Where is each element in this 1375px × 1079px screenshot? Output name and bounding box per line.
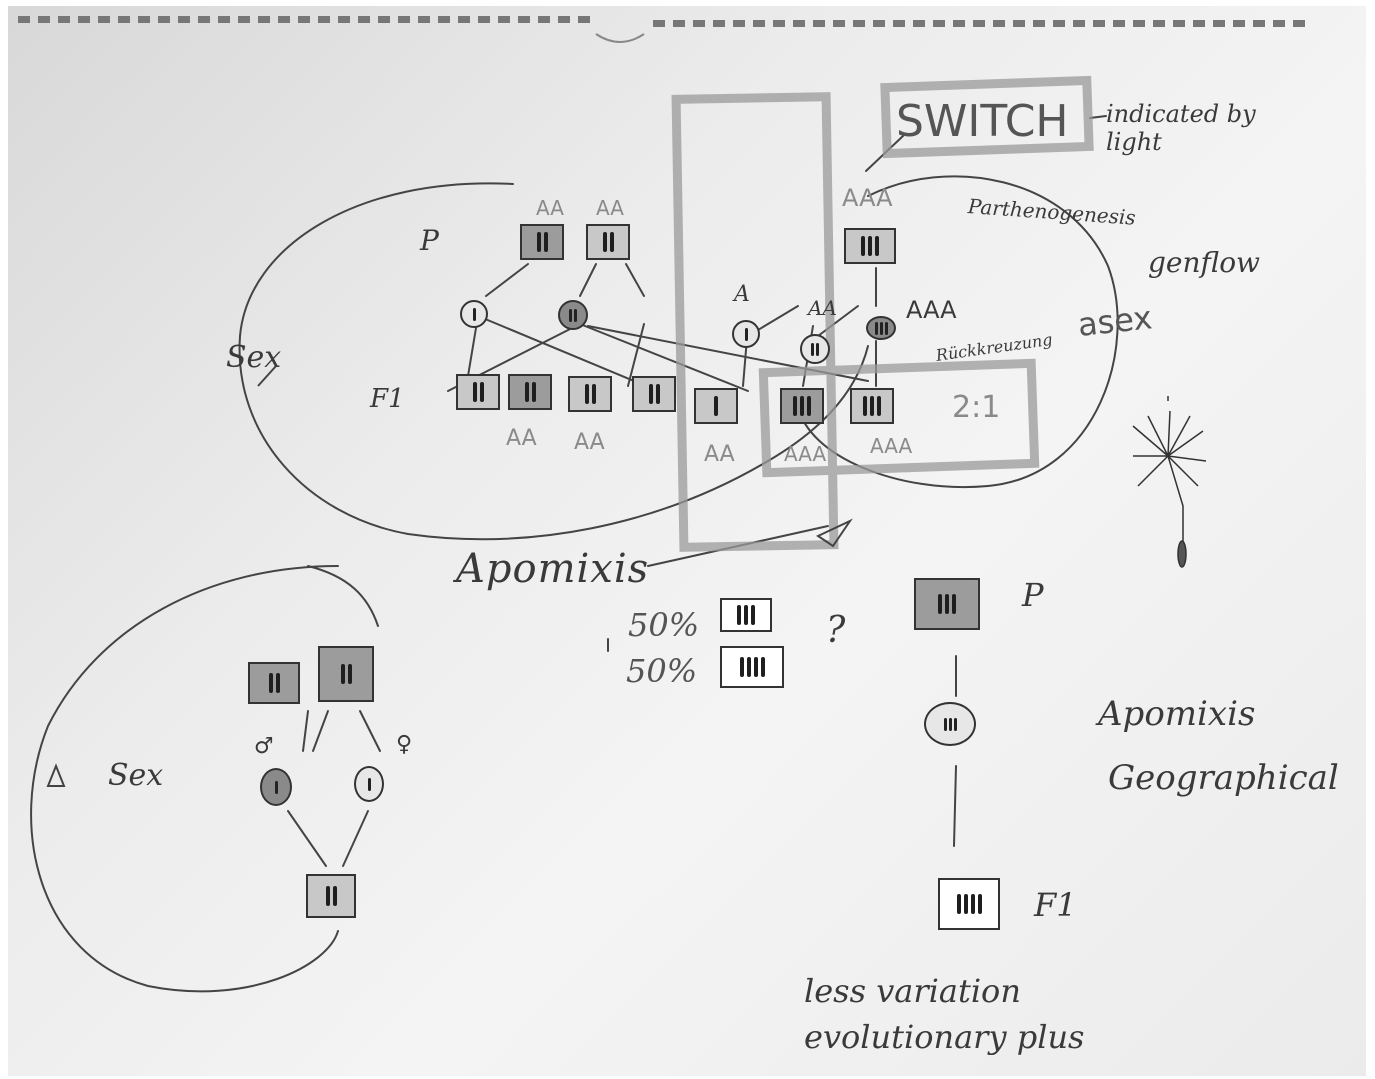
f1-aa-1-label: AA [506,426,537,451]
switch-note: indicated by light [1106,100,1256,156]
lower-parent-2 [318,646,374,702]
lower-gamete-female [354,766,384,802]
gamete-aa-label: AA [808,296,837,320]
f1-crossed-1 [456,374,500,410]
ratio-geno-2 [720,646,784,688]
switch-box [880,75,1094,159]
parent-aa-left [520,224,564,260]
female-symbol: ♀ [396,732,413,757]
sex-upper-label: Sex [226,340,282,375]
lower-sex-loop [30,565,339,993]
parent-aa-left-label: AA [536,196,564,220]
geographical-label: Geographical [1108,758,1339,798]
f1-aa-2 [568,376,612,412]
lower-gamete-male [260,768,292,806]
binding-edge [18,16,1305,43]
ratio-label: 2:1 [952,390,1001,425]
gamete-a [732,320,760,348]
dandelion-seed [1132,396,1207,568]
sex-lower-label: Sex [108,758,164,793]
note-evolutionary-plus: evolutionary plus [804,1018,1085,1056]
right-f1-label: F1 [1034,886,1077,924]
rueckkreuzung-box [758,358,1040,478]
switch-label: SWITCH [896,96,1069,147]
sketch-strokes [30,75,1207,993]
question-mark: ? [826,610,846,651]
f1-crossed-2 [632,376,676,412]
lower-offspring [306,874,356,918]
gamete-center [558,300,588,330]
lower-parent-1 [248,662,300,704]
gamete-male [460,300,488,328]
f1-aaa-1 [780,388,824,424]
gamete-aaa-label: AAA [906,296,957,324]
sex-cycle-loop [238,182,869,541]
gamete-aa [800,334,830,364]
note-less-variation: less variation [804,972,1021,1010]
right-parent-p [914,578,980,630]
pct-label-1: 50% [628,606,700,644]
generation-f1-label: F1 [370,384,405,414]
f1-aa-2-label: AA [574,430,605,455]
sketch-page: SWITCH indicated by light Parthenogenesi… [8,6,1366,1076]
gamete-a-label: A [734,282,750,307]
ratio-geno-1 [720,598,772,632]
right-p-label: P [1022,576,1044,614]
pct-label-2: 50% [626,652,698,690]
parent-aaa-top [844,228,896,264]
parent-aaa-top-label: AAA [842,184,893,212]
f1-aaa-1-label: AAA [784,442,827,466]
f1-aa-3-label: AA [704,442,735,467]
gamete-aaa [866,316,896,340]
right-offspring-f1 [938,878,1000,930]
apomixis-upper-label: Apomixis [456,546,650,592]
f1-aa-3 [694,388,738,424]
asex-label: asex [1076,298,1154,344]
male-symbol: ♂ [254,734,274,759]
right-gamete [924,702,976,746]
f1-aaa-2-label: AAA [870,434,913,458]
f1-aa-1 [508,374,552,410]
generation-p-label: P [420,224,439,257]
parent-aa-right [586,224,630,260]
parent-aa-right-label: AA [596,196,624,220]
apomixis-lower-label: Apomixis [1098,694,1256,734]
genflow-label: genflow [1148,246,1261,279]
f1-aaa-2 [850,388,894,424]
apomixis-vertical-box [671,92,839,552]
